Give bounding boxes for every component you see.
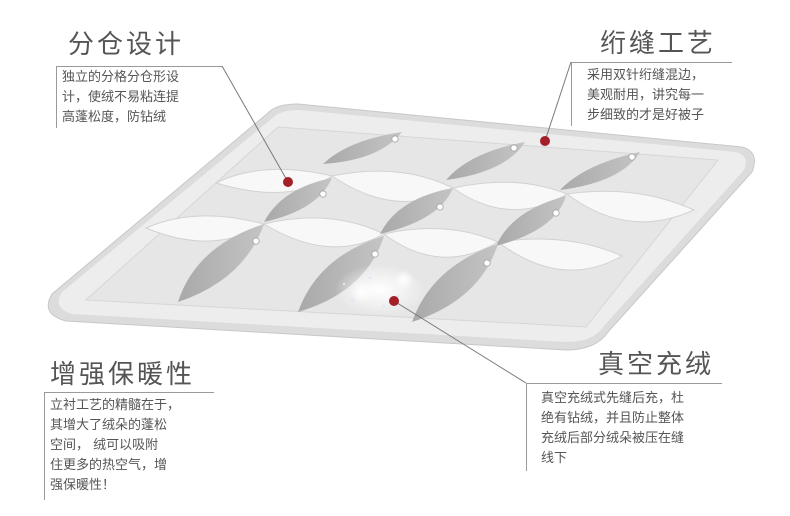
seam [323, 132, 402, 164]
stitch-hole [371, 250, 379, 258]
description-line: 立衬工艺的精髓在于， [50, 398, 181, 413]
stitch-holes [252, 135, 636, 267]
vacuum-rule [526, 383, 722, 384]
sparkle-effect [334, 264, 426, 316]
seam [496, 196, 566, 246]
compartment-bracket [56, 66, 57, 128]
vacuum-title: 真空充绒 [598, 350, 715, 380]
warmth-description: 立衬工艺的精髓在于， 其增大了绒朵的蓬松 空间， 绒可以吸附 住更多的热空气，增… [50, 396, 180, 496]
description-line: 美观耐用，讲究每一 [587, 88, 705, 103]
stitch-hole [252, 237, 260, 245]
compartment-description: 独立的分格分仓形设 计，使绒不易粘连提 高蓬松度，防钻绒 [62, 68, 179, 128]
stitch-hole [319, 190, 327, 198]
stitch-seams [178, 132, 640, 322]
down-pocket [565, 190, 696, 223]
seam [264, 178, 332, 222]
description-line: 绝有钻绒，并且防止整体 [541, 411, 685, 426]
stitch-hole [510, 144, 518, 152]
stitch-hole [483, 259, 491, 267]
seam [560, 152, 640, 190]
stitch-hole [436, 203, 444, 211]
down-pockets [144, 169, 696, 271]
description-line: 强保暖性！ [50, 478, 116, 493]
description-line: 采用双针绗缝混边， [587, 68, 705, 83]
vacuum-description: 真空充绒式先缝后充，杜 绝有钻绒，并且防止整体 充绒后部分绒朵被压在缝 线下 [541, 389, 684, 469]
compartment-rule [56, 66, 222, 67]
seam [380, 188, 453, 234]
stitch-hole [628, 153, 636, 161]
description-line: 线下 [541, 451, 568, 466]
stitching-rule [571, 62, 732, 63]
description-line: 高蓬松度，防钻绒 [62, 110, 167, 125]
description-line: 其增大了绒朵的蓬松 [50, 418, 168, 433]
down-pocket [496, 238, 624, 271]
description-line: 住更多的热空气，增 [50, 458, 168, 473]
description-line: 真空充绒式先缝后充，杜 [541, 391, 685, 406]
stitching-bracket [571, 62, 572, 126]
warmth-bracket [44, 392, 45, 500]
seam [178, 224, 264, 302]
warmth-rule [44, 392, 214, 393]
description-line: 独立的分格分仓形设 [62, 70, 180, 85]
stitch-hole [552, 209, 560, 217]
description-line: 空间， 绒可以吸附 [50, 438, 159, 453]
compartment-title: 分仓设计 [68, 30, 185, 60]
seam [446, 142, 525, 180]
description-line: 步细致的才是好被子 [587, 108, 705, 123]
description-line: 充绒后部分绒朵被压在缝 [541, 431, 685, 446]
stitching-title: 绗缝工艺 [600, 29, 717, 59]
seam [298, 236, 384, 312]
vacuum-bracket [526, 383, 527, 471]
stitch-hole [391, 135, 399, 143]
warmth-title: 增强保暖性 [50, 360, 196, 390]
description-line: 计，使绒不易粘连提 [62, 90, 180, 105]
stitching-description: 采用双针绗缝混边， 美观耐用，讲究每一 步细致的才是好被子 [587, 66, 704, 126]
